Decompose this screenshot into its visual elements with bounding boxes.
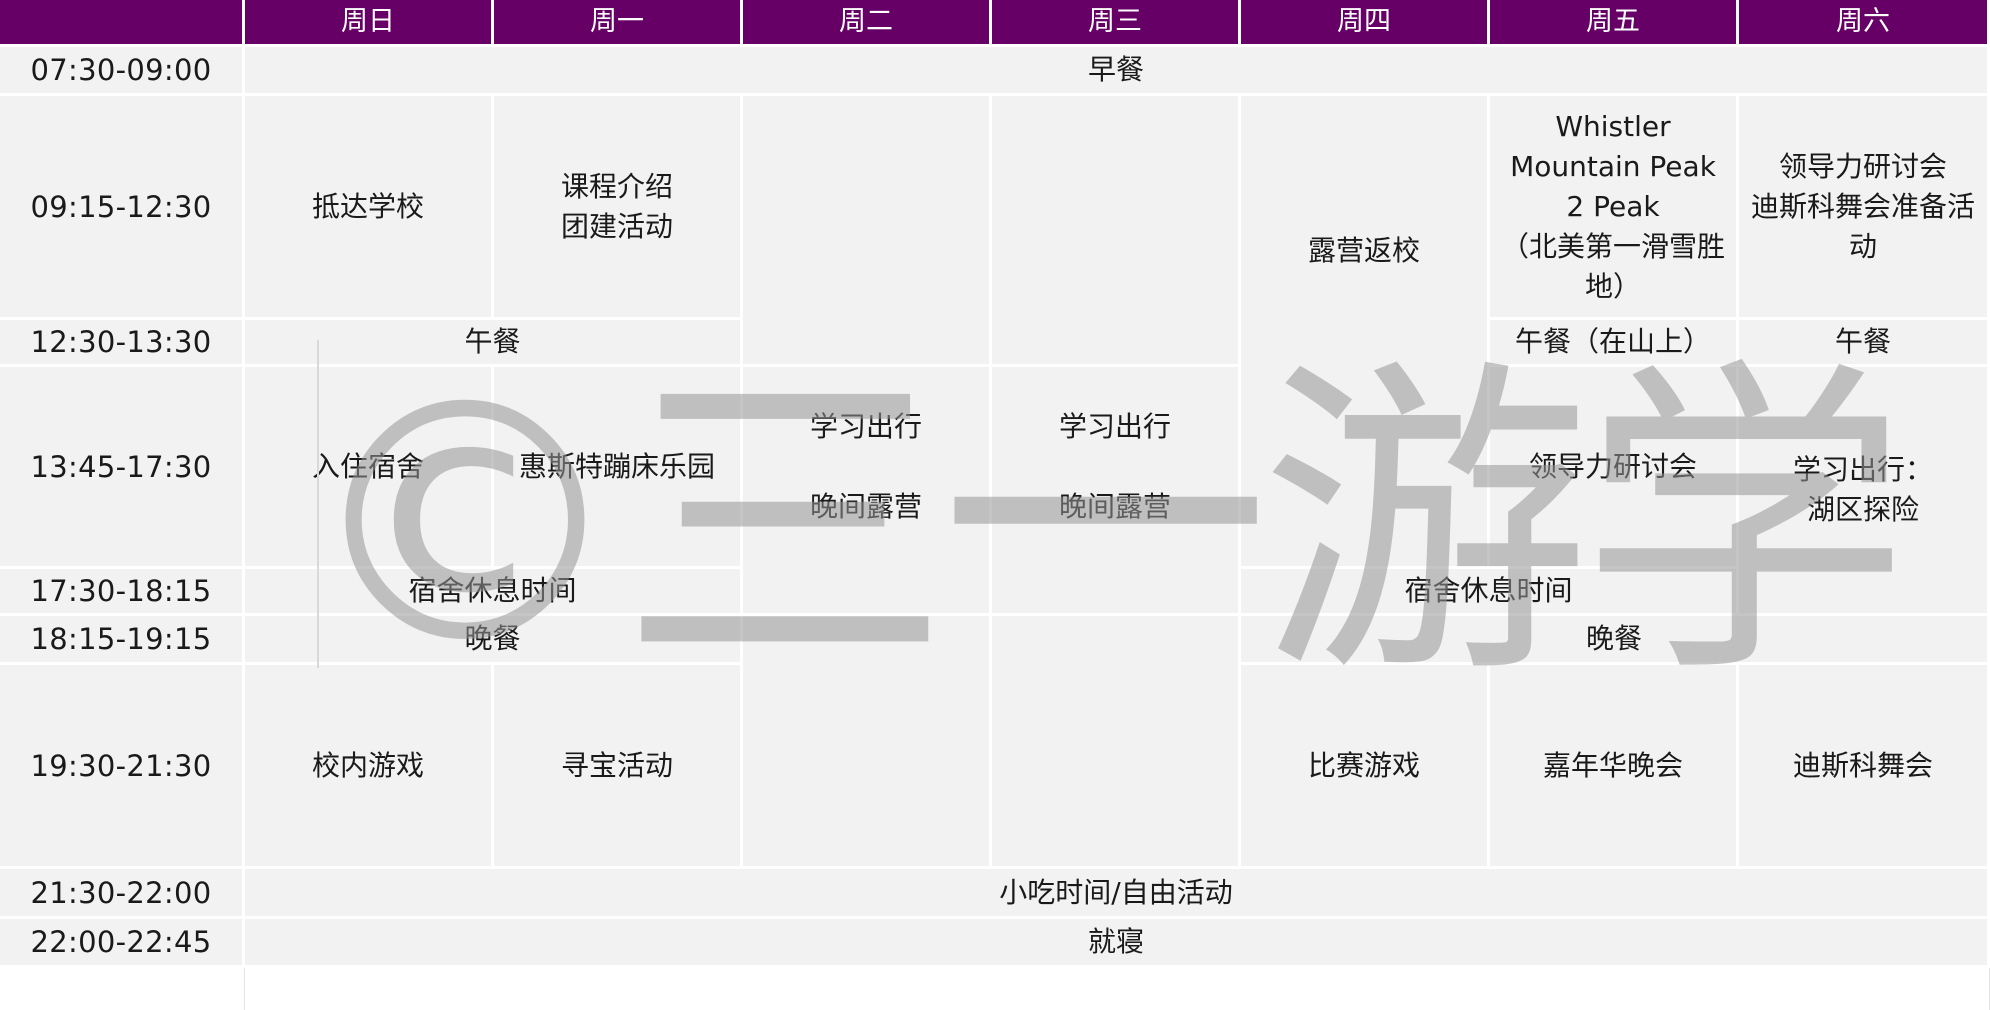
time-slot: 07:30-09:00 [0,47,245,96]
footer-cell [0,968,245,1010]
activity-sun-arrive: 抵达学校 [245,96,494,320]
empty-cell [992,616,1241,869]
activity-sat-disco: 迪斯科舞会 [1739,665,1990,869]
header-day-thursday: 周四 [1241,0,1490,47]
empty-cell [743,616,992,869]
time-slot: 09:15-12:30 [0,96,245,320]
header-day-monday: 周一 [494,0,743,47]
activity-dorm-rest: 宿舍休息时间 [245,569,743,616]
activity-sat-study: 学习出行： 湖区探险 [1739,367,1990,616]
header-corner [0,0,245,47]
activity-mon-treasure: 寻宝活动 [494,665,743,869]
activity-fri-carnival: 嘉年华晚会 [1490,665,1739,869]
empty-cell [743,96,992,367]
time-slot: 13:45-17:30 [0,367,245,569]
time-slot: 12:30-13:30 [0,320,245,367]
activity-thu-competition: 比赛游戏 [1241,665,1490,869]
activity-snack: 小吃时间/自由活动 [245,869,1990,919]
activity-fri-leadership: 领导力研讨会 [1490,367,1739,569]
activity-bedtime: 就寝 [245,919,1990,968]
header-day-sunday: 周日 [245,0,494,47]
time-slot: 18:15-19:15 [0,616,245,665]
activity-fri-whistler: Whistler Mountain Peak 2 Peak （北美第一滑雪胜地） [1490,96,1739,320]
header-day-tuesday: 周二 [743,0,992,47]
time-slot: 17:30-18:15 [0,569,245,616]
activity-dinner: 晚餐 [1241,616,1990,665]
activity-sat-lunch: 午餐 [1739,320,1990,367]
footer-cell [245,968,1990,1010]
activity-sun-checkin: 入住宿舍 [245,367,494,569]
divider-line [317,340,319,668]
activity-dinner: 晚餐 [245,616,743,665]
activity-dorm-rest: 宿舍休息时间 [1241,569,1739,616]
time-slot: 22:00-22:45 [0,919,245,968]
activity-sat-morning: 领导力研讨会 迪斯科舞会准备活动 [1739,96,1990,320]
activity-tue-study: 学习出行 晚间露营 [743,367,992,616]
header-day-saturday: 周六 [1739,0,1990,47]
activity-thu-return: 露营返校 [1241,96,1490,569]
activity-fri-lunch: 午餐（在山上） [1490,320,1739,367]
activity-mon-intro: 课程介绍 团建活动 [494,96,743,320]
activity-lunch: 午餐 [245,320,743,367]
activity-wed-study: 学习出行 晚间露营 [992,367,1241,616]
empty-cell [992,96,1241,367]
activity-breakfast: 早餐 [245,47,1990,96]
time-slot: 19:30-21:30 [0,665,245,869]
activity-mon-trampoline: 惠斯特蹦床乐园 [494,367,743,569]
header-day-friday: 周五 [1490,0,1739,47]
activity-sun-games: 校内游戏 [245,665,494,869]
header-day-wednesday: 周三 [992,0,1241,47]
time-slot: 21:30-22:00 [0,869,245,919]
